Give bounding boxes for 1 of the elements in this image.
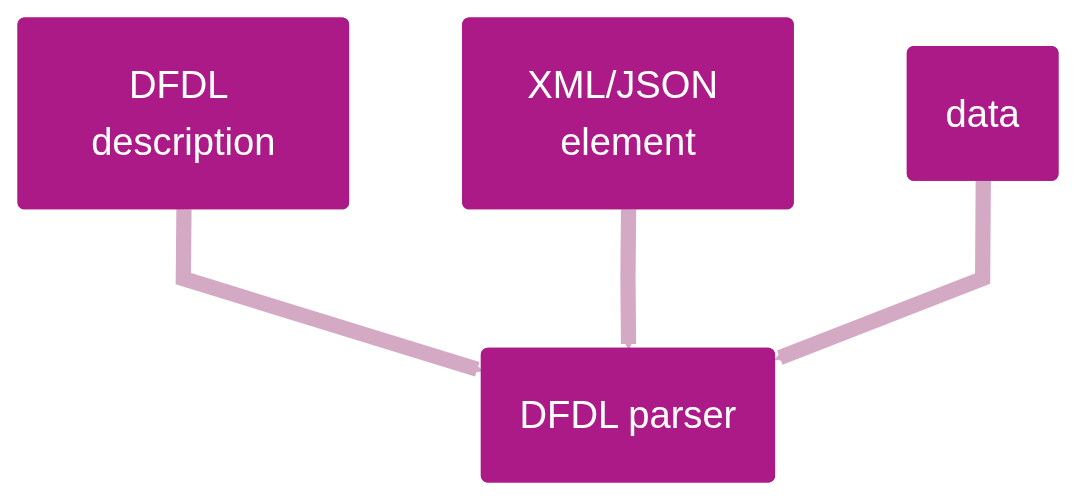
- arrow: [774, 181, 991, 366]
